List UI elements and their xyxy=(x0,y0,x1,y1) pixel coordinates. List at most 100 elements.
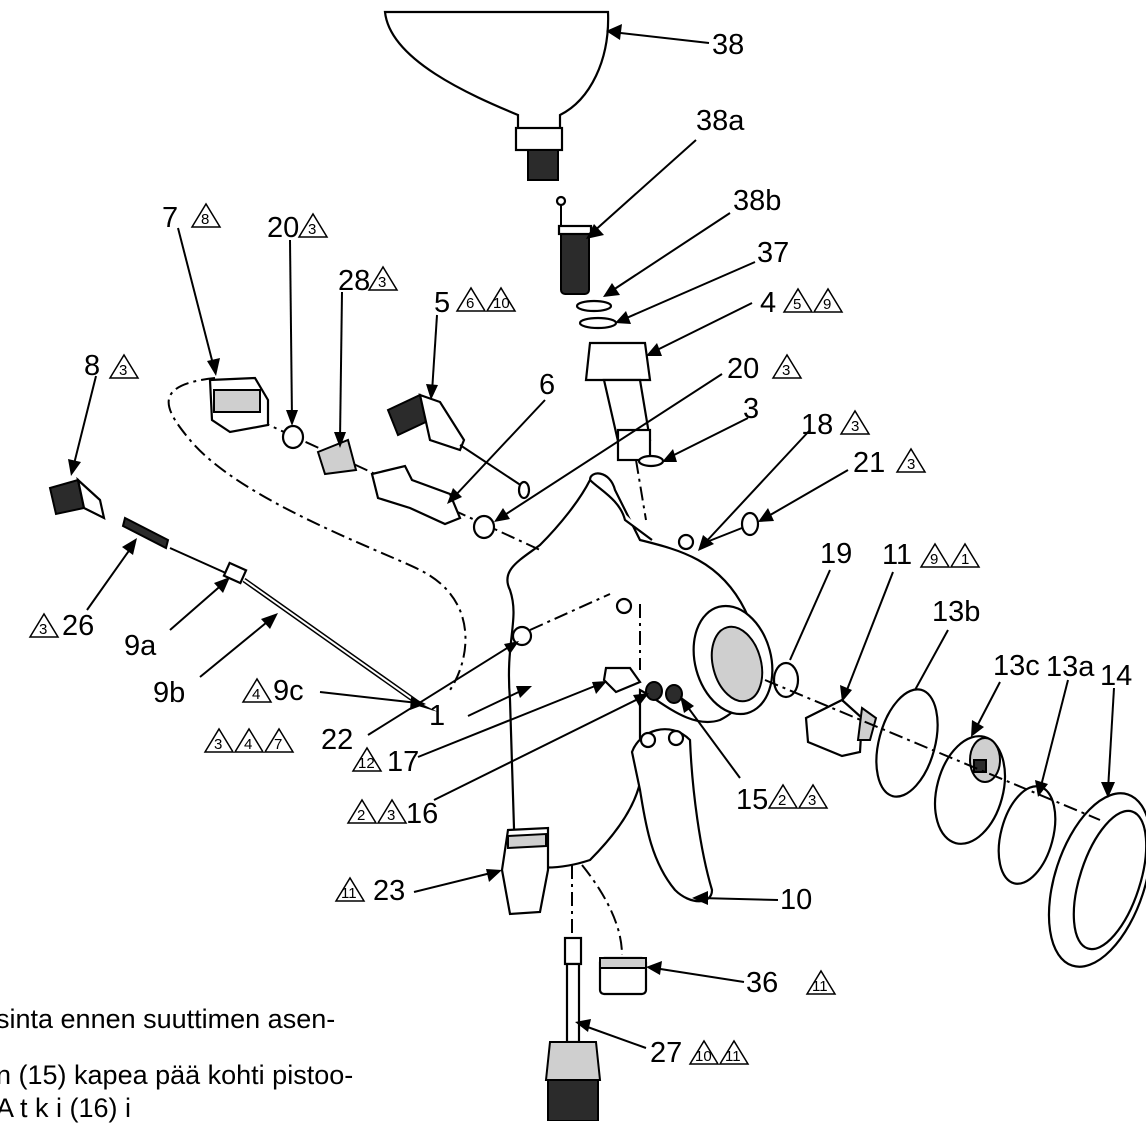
callout-8-3: 3 xyxy=(108,353,140,379)
callout-7-8: 8 xyxy=(190,202,222,228)
svg-text:11: 11 xyxy=(725,1048,741,1065)
svg-text:5: 5 xyxy=(793,296,801,313)
air-cap-13c xyxy=(933,735,1007,845)
label-15: 15 xyxy=(736,784,768,816)
svg-text:2: 2 xyxy=(778,792,786,809)
callout-16-3: 3 xyxy=(376,798,408,824)
svg-text:2: 2 xyxy=(357,807,365,824)
label-28: 28 xyxy=(338,265,370,297)
note-line-1: sinta ennen suuttimen asen- xyxy=(0,1004,336,1034)
svg-text:3: 3 xyxy=(308,221,316,238)
label-38a: 38a xyxy=(696,105,745,137)
spring-28 xyxy=(316,438,358,476)
label-9a: 9a xyxy=(124,630,157,662)
cap-36 xyxy=(598,956,648,996)
screw-21 xyxy=(703,511,760,544)
label-22: 22 xyxy=(321,724,353,756)
svg-text:7: 7 xyxy=(274,736,282,753)
note-line-2: n (15) kapea pää kohti pistoo- xyxy=(0,1060,354,1090)
svg-text:9: 9 xyxy=(930,551,938,568)
svg-text:3: 3 xyxy=(119,362,127,379)
callout-26-3: 3 xyxy=(28,612,60,638)
callout-4-5: 5 xyxy=(782,287,814,313)
cup-adapter-4 xyxy=(584,341,652,462)
callout-15-3: 3 xyxy=(797,783,829,809)
label-36: 36 xyxy=(746,967,778,999)
callout-22-4: 4 xyxy=(233,727,265,753)
trigger-10 xyxy=(630,728,714,903)
label-23: 23 xyxy=(373,875,405,907)
callout-5-6: 6 xyxy=(455,286,487,312)
svg-text:3: 3 xyxy=(907,456,915,473)
o-ring-3 xyxy=(637,454,665,468)
callout-9c-4: 4 xyxy=(241,677,273,703)
label-7: 7 xyxy=(162,202,178,234)
label-13a: 13a xyxy=(1046,651,1095,683)
label-10: 10 xyxy=(780,884,812,916)
callout-22-3: 3 xyxy=(203,727,235,753)
callout-17-12: 12 xyxy=(351,746,383,772)
svg-text:12: 12 xyxy=(358,755,375,772)
label-26: 26 xyxy=(62,610,94,642)
callout-20a-3: 3 xyxy=(297,212,329,238)
svg-text:4: 4 xyxy=(252,686,260,703)
label-9b: 9b xyxy=(153,677,185,709)
callout-36-11: 11 xyxy=(805,969,837,995)
callout-21-3: 3 xyxy=(895,447,927,473)
callout-22-7: 7 xyxy=(263,727,295,753)
svg-text:3: 3 xyxy=(214,736,222,753)
svg-text:11: 11 xyxy=(341,885,357,902)
note-line-3: A t k i (16) i xyxy=(0,1093,132,1123)
label-17: 17 xyxy=(387,746,419,778)
label-4: 4 xyxy=(760,287,776,319)
label-38b: 38b xyxy=(733,185,781,217)
seal-20a xyxy=(281,424,305,450)
svg-text:3: 3 xyxy=(387,807,395,824)
label-9c: 9c xyxy=(273,675,304,707)
ring-13b xyxy=(875,688,939,798)
svg-text:3: 3 xyxy=(808,792,816,809)
svg-text:8: 8 xyxy=(201,211,209,228)
svg-text:3: 3 xyxy=(851,418,859,435)
air-fitting-23 xyxy=(500,826,550,916)
callout-11-9: 9 xyxy=(919,542,951,568)
o-ring-19 xyxy=(772,661,800,699)
label-21: 21 xyxy=(853,447,885,479)
svg-text:3: 3 xyxy=(782,362,790,379)
label-11: 11 xyxy=(882,539,912,571)
callout-20b-3: 3 xyxy=(771,353,803,379)
callout-4-9: 9 xyxy=(812,287,844,313)
callout-11-1: 1 xyxy=(949,542,981,568)
retaining-ring-14 xyxy=(1047,792,1146,968)
label-20a: 20 xyxy=(267,212,299,244)
label-14: 14 xyxy=(1100,660,1132,692)
seal-20b xyxy=(472,514,496,540)
label-37: 37 xyxy=(757,237,789,269)
callout-18-3: 3 xyxy=(839,409,871,435)
label-38: 38 xyxy=(712,29,744,61)
svg-text:4: 4 xyxy=(244,736,252,753)
label-18: 18 xyxy=(801,409,833,441)
paint-cup-38 xyxy=(383,10,610,181)
fitting-17 xyxy=(602,666,642,694)
label-5: 5 xyxy=(434,287,450,319)
label-19: 19 xyxy=(820,538,852,570)
svg-text:1: 1 xyxy=(961,551,969,568)
callout-27-10: 10 xyxy=(688,1039,720,1065)
gasket-37 xyxy=(575,299,613,313)
plug-22 xyxy=(511,625,533,647)
label-27: 27 xyxy=(650,1037,682,1069)
svg-text:3: 3 xyxy=(39,621,47,638)
callout-23-11: 11 xyxy=(334,876,366,902)
svg-text:3: 3 xyxy=(378,274,386,291)
callout-15-2: 2 xyxy=(767,783,799,809)
label-1: 1 xyxy=(429,700,445,732)
label-6: 6 xyxy=(539,369,555,401)
air-valve-5 xyxy=(386,393,531,500)
callout-5-10: 10 xyxy=(485,286,517,312)
label-16: 16 xyxy=(406,798,438,830)
label-20b: 20 xyxy=(727,353,759,385)
callout-27-11: 11 xyxy=(718,1039,750,1065)
spring-26 xyxy=(121,516,170,550)
